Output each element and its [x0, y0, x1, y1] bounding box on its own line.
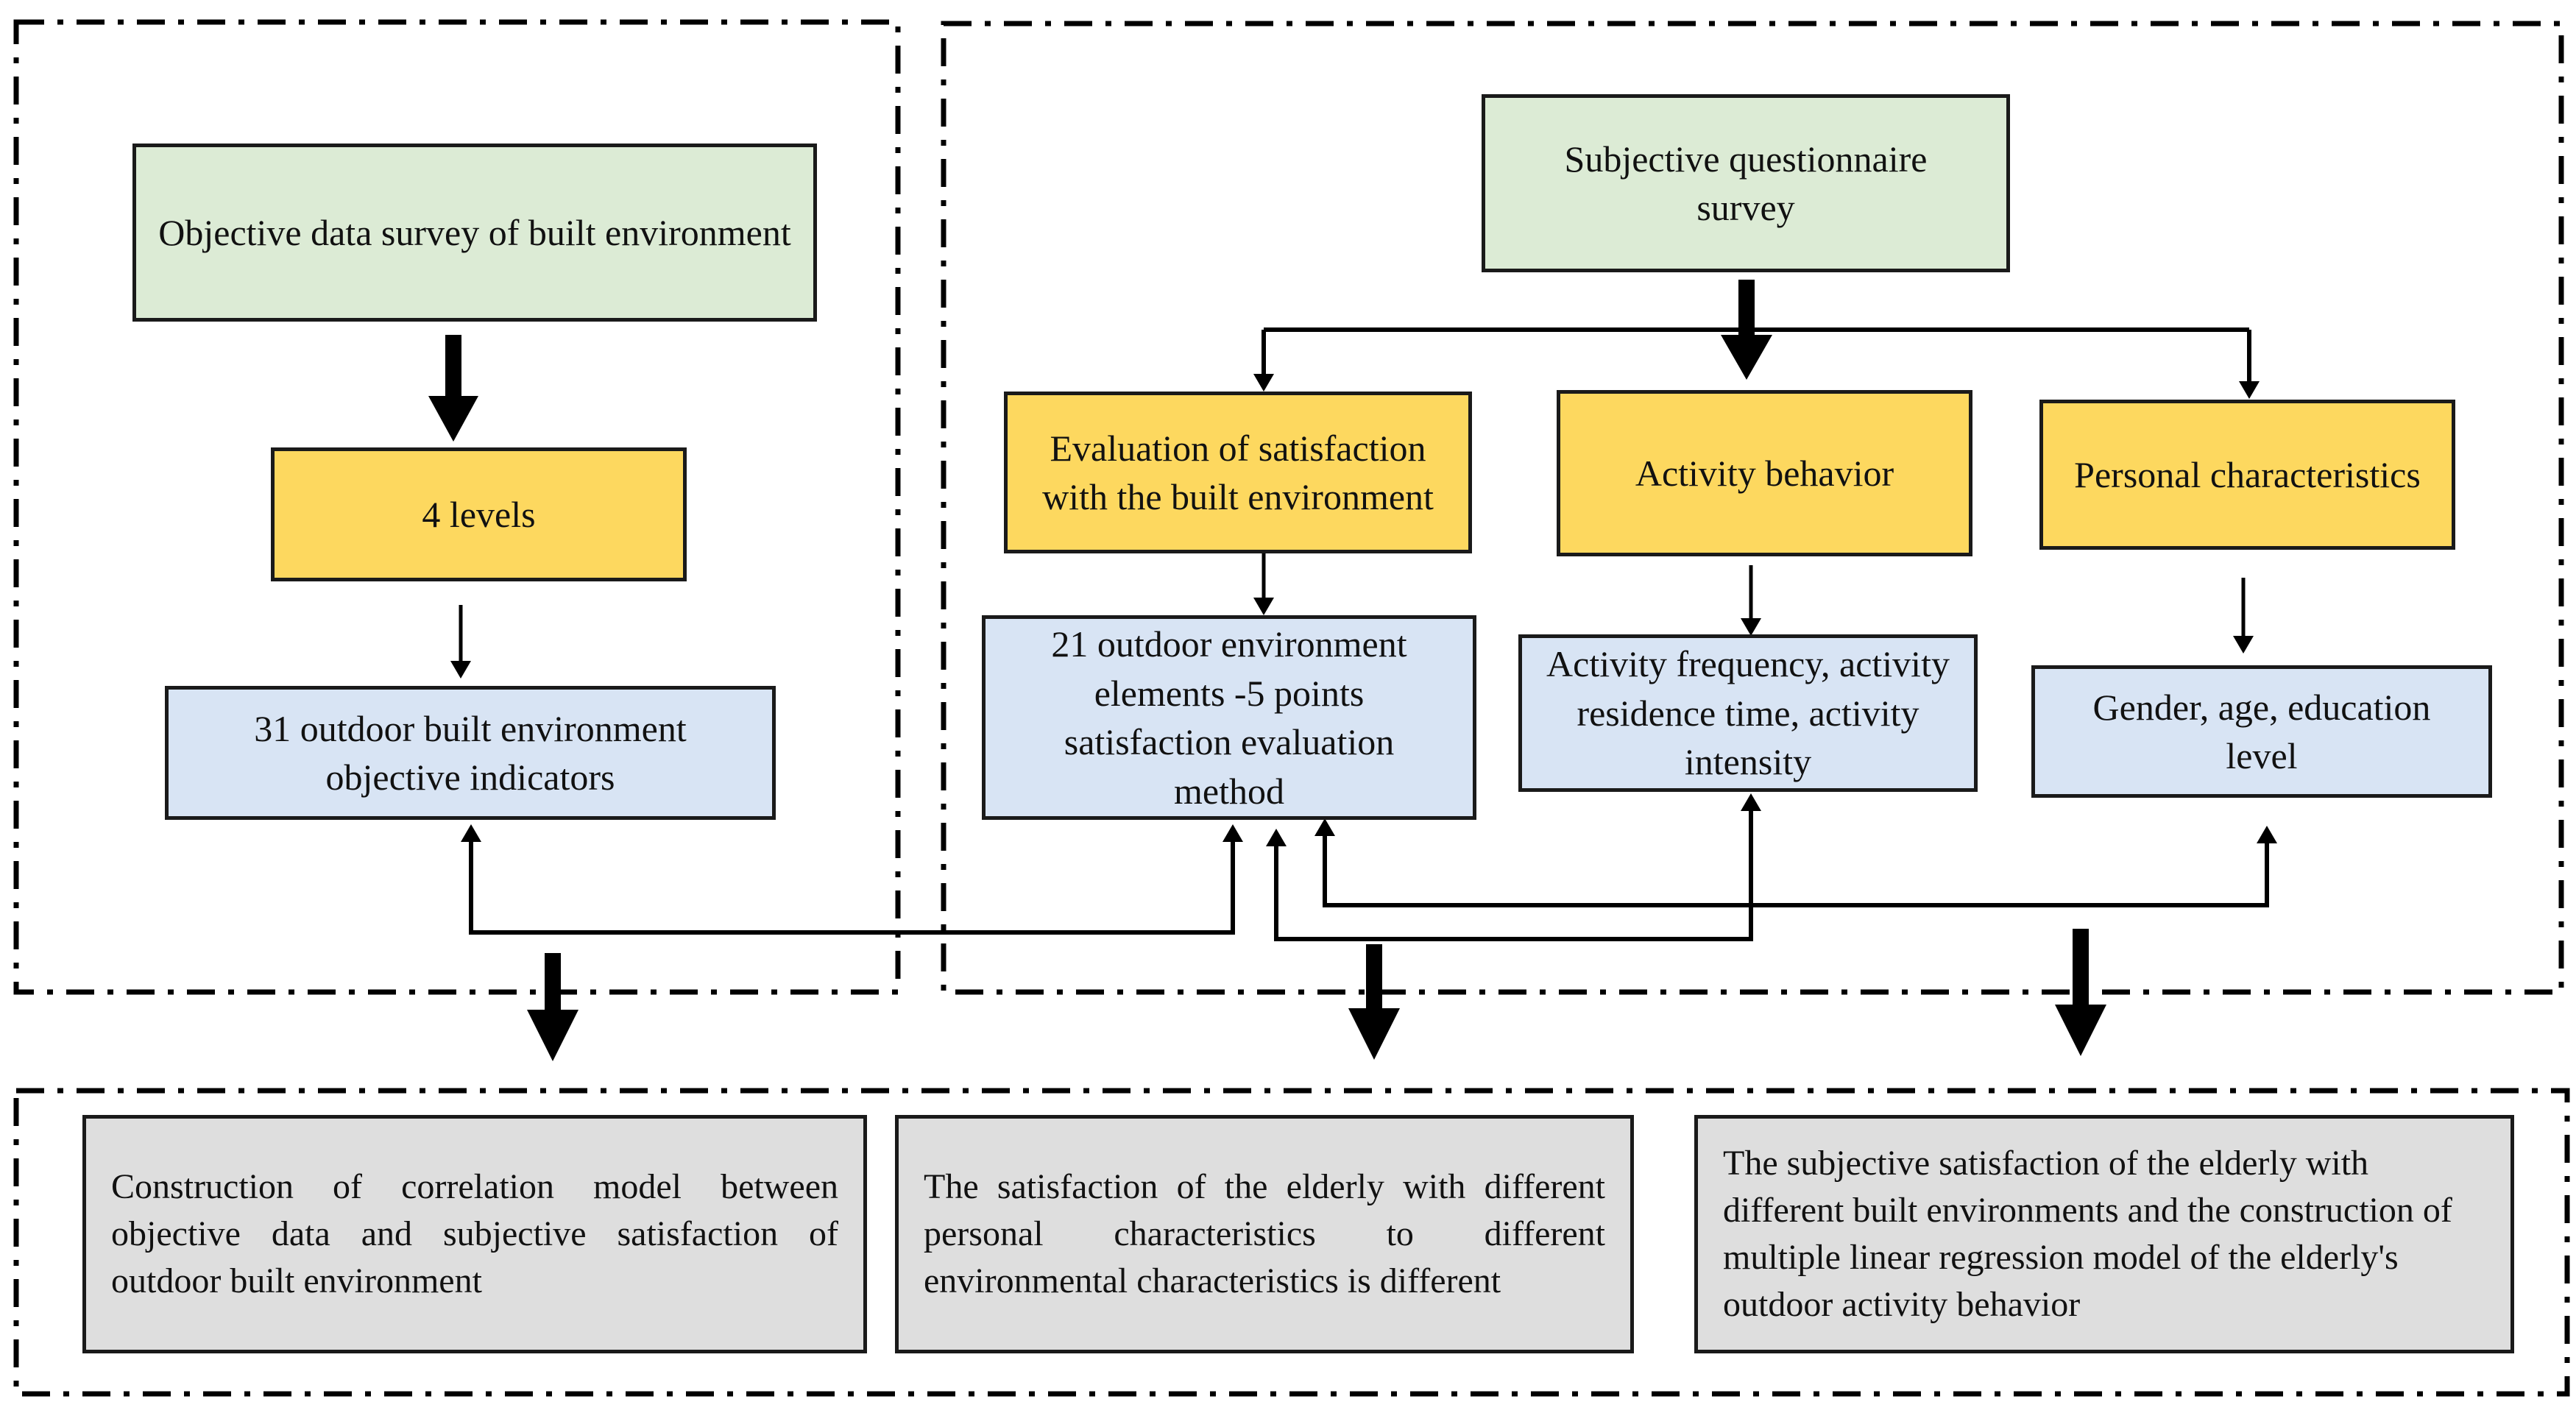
- objective-indicators-box: 31 outdoor built environment objective i…: [165, 686, 776, 820]
- personal-attributes-label: Gender, age, education level: [2092, 686, 2431, 777]
- arrow-branch-to-personal: [2239, 330, 2260, 399]
- outcome-text-2: The satisfaction of the elderly with dif…: [924, 1167, 1605, 1300]
- outcome-text-1: Construction of correlation model betwee…: [111, 1167, 838, 1300]
- arrow-subjective-survey-down: [1721, 280, 1772, 380]
- objective-panel-frame: [13, 19, 901, 995]
- outcome-box-regression-model: The subjective satisfaction of the elder…: [1694, 1115, 2514, 1353]
- personal-characteristics-box: Personal characteristics: [2039, 400, 2455, 550]
- connector-activity-satisfaction: [1266, 793, 1761, 941]
- arrow-to-outcome-3: [2055, 929, 2106, 1056]
- personal-attributes-box: Gender, age, education level: [2031, 665, 2492, 798]
- arrow-branch-to-satisfaction: [1253, 330, 1274, 392]
- outcome-box-personal-characteristics: The satisfaction of the elderly with dif…: [895, 1115, 1634, 1353]
- outcomes-panel-frame: [13, 1088, 2570, 1397]
- arrow-personal-to-detail: [2233, 578, 2254, 654]
- connector-personal-satisfaction: [1314, 818, 2277, 907]
- personal-characteristics-label: Personal characteristics: [2074, 453, 2421, 495]
- satisfaction-evaluation-label: Evaluation of satisfaction with the buil…: [1042, 427, 1434, 518]
- satisfaction-evaluation-box: Evaluation of satisfaction with the buil…: [1004, 392, 1472, 553]
- activity-measures-label: Activity frequency, activity residence t…: [1546, 643, 1950, 783]
- activity-behavior-box: Activity behavior: [1557, 390, 1972, 556]
- arrow-satisfaction-to-detail: [1253, 550, 1274, 615]
- arrow-activity-to-detail: [1741, 565, 1761, 636]
- objective-survey-box: Objective data survey of built environme…: [132, 144, 817, 322]
- arrow-to-outcome-2: [1348, 944, 1400, 1060]
- satisfaction-method-box: 21 outdoor environment elements -5 point…: [982, 615, 1476, 820]
- outcome-box-correlation-model: Construction of correlation model betwee…: [82, 1115, 867, 1353]
- arrow-to-outcome-1: [527, 953, 578, 1061]
- activity-measures-box: Activity frequency, activity residence t…: [1518, 634, 1978, 792]
- levels-box: 4 levels: [271, 447, 687, 581]
- levels-label: 4 levels: [422, 493, 536, 535]
- objective-indicators-label: 31 outdoor built environment objective i…: [254, 707, 687, 798]
- subjective-panel-frame: [941, 21, 2564, 995]
- objective-survey-label: Objective data survey of built environme…: [158, 211, 791, 253]
- arrow-levels-to-indicators: [450, 605, 471, 679]
- subjective-survey-box: Subjective questionnaire survey: [1482, 94, 2010, 272]
- arrow-survey-to-levels: [428, 335, 478, 442]
- satisfaction-method-label: 21 outdoor environment elements -5 point…: [1051, 623, 1407, 812]
- connector-indicators-satisfaction: [461, 824, 1243, 935]
- outcome-text-3: The subjective satisfaction of the elder…: [1723, 1144, 2452, 1324]
- activity-behavior-label: Activity behavior: [1635, 452, 1894, 494]
- subjective-survey-label: Subjective questionnaire survey: [1564, 138, 1928, 229]
